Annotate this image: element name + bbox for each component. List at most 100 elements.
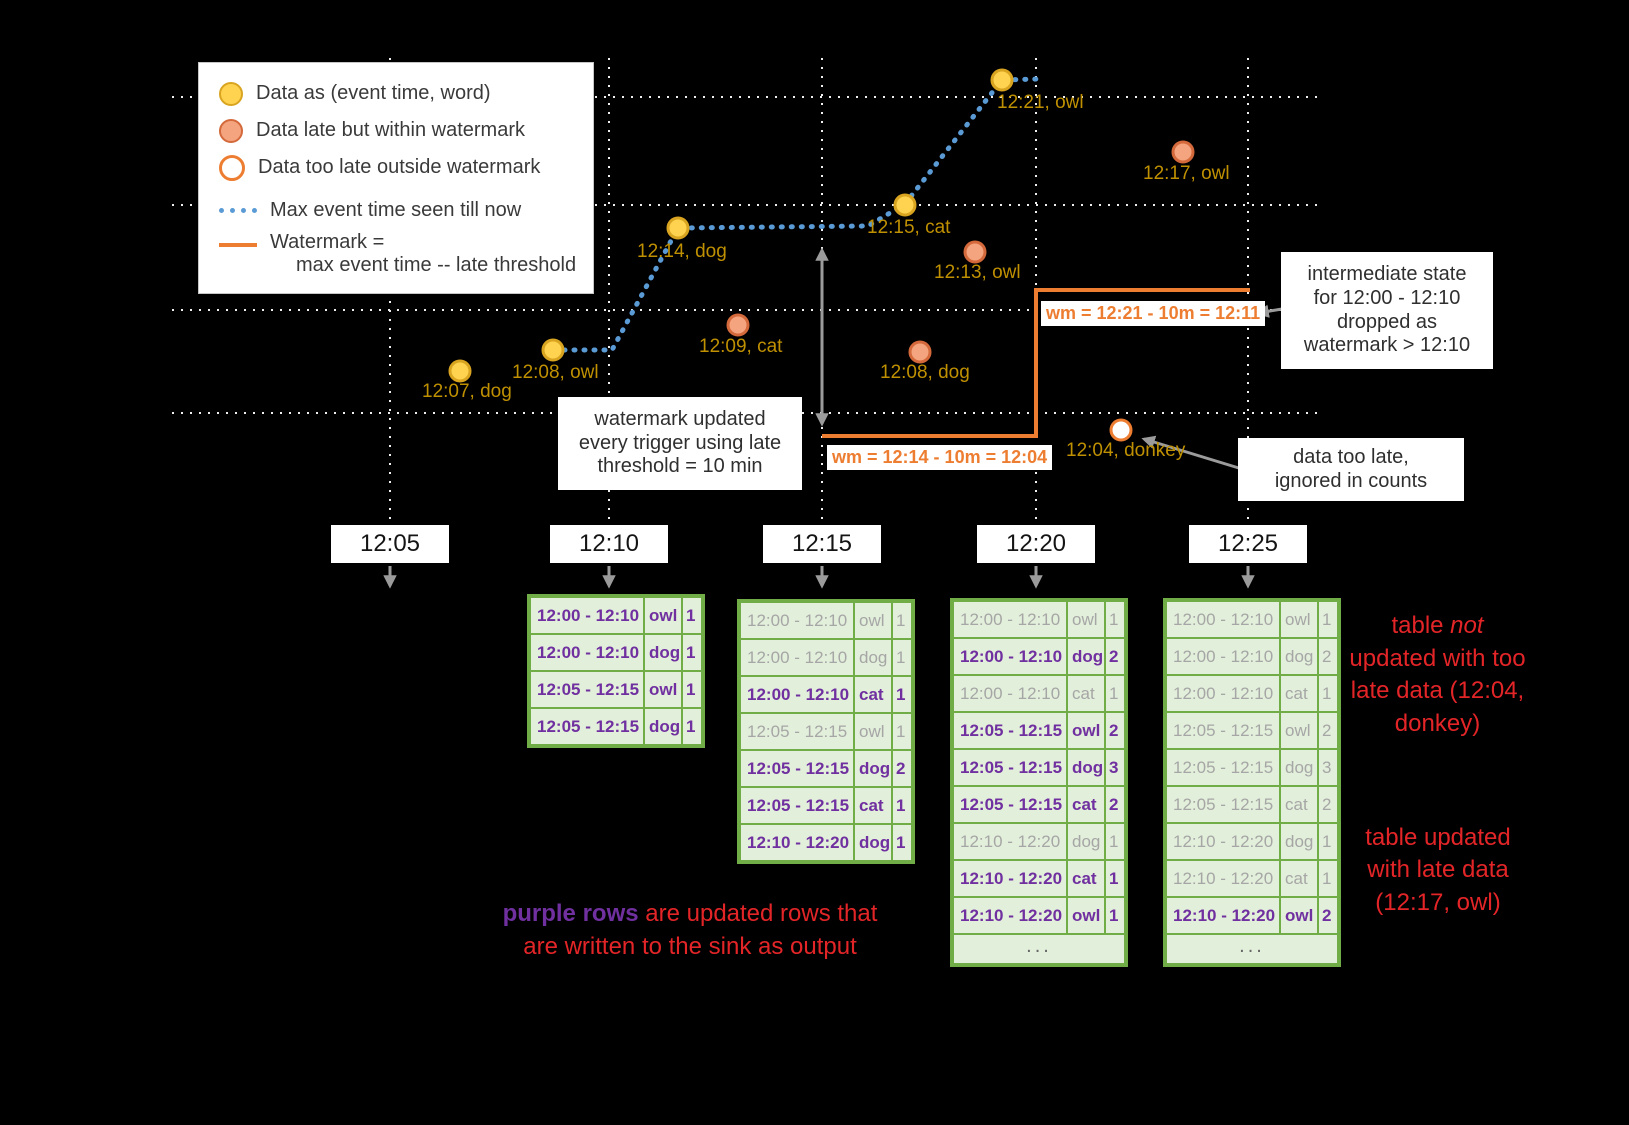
cell-count: 3: [1319, 750, 1337, 785]
cell-word: cat: [1281, 861, 1317, 896]
cell-count: 2: [893, 751, 911, 786]
data-point: [990, 68, 1014, 92]
data-point-label: 12:14, dog: [637, 241, 727, 262]
cell-count: 1: [893, 677, 911, 712]
cell-window: 12:00 - 12:10: [954, 676, 1066, 711]
cell-count: 1: [683, 672, 701, 707]
cell-window: 12:10 - 12:20: [954, 898, 1066, 933]
cell-word: dog: [645, 709, 681, 744]
data-point: [908, 340, 932, 364]
legend-label: Data too late outside watermark: [258, 156, 541, 178]
cell-window: 12:00 - 12:10: [1167, 639, 1279, 674]
cell-count: 2: [1319, 898, 1337, 933]
cell-count: 1: [683, 598, 701, 633]
trigger-time-1215: 12:15: [763, 525, 881, 563]
data-point-label: 12:17, owl: [1143, 163, 1230, 184]
legend-item-on-time: Data as (event time, word): [219, 75, 593, 112]
cell-word: owl: [645, 672, 681, 707]
cell-window: 12:05 - 12:15: [741, 788, 853, 823]
caption-text-italic: not: [1450, 612, 1484, 640]
cell-window: 12:05 - 12:15: [531, 709, 643, 744]
legend-item-max-event-time: Max event time seen till now: [219, 192, 593, 229]
caption-text: updated with too late data (12:04, donke…: [1349, 644, 1526, 737]
cell-word: cat: [1068, 676, 1104, 711]
cell-count: 2: [1106, 639, 1124, 674]
data-point-label: 12:08, owl: [512, 362, 599, 383]
late-dot-icon: [219, 118, 243, 143]
not-updated-caption: table not updated with too late data (12…: [1345, 578, 1530, 740]
cell-count: 1: [1319, 602, 1337, 637]
cell-count: 1: [1106, 676, 1124, 711]
purple-rows-label: purple rows: [502, 900, 639, 928]
data-point-label: 12:09, cat: [699, 336, 783, 357]
cell-count: 2: [1319, 787, 1337, 822]
data-point: [963, 240, 987, 264]
cell-count: 1: [893, 825, 911, 860]
cell-word: dog: [1068, 639, 1104, 674]
cell-window: 12:10 - 12:20: [1167, 861, 1279, 896]
cell-word: cat: [1068, 861, 1104, 896]
cell-window: 12:05 - 12:15: [954, 787, 1066, 822]
legend-label: Data late but within watermark: [256, 119, 526, 141]
cell-window: 12:00 - 12:10: [954, 639, 1066, 674]
cell-word: dog: [645, 635, 681, 670]
cell-window: 12:00 - 12:10: [741, 603, 853, 638]
cell-word: owl: [1068, 602, 1104, 637]
cell-count: 2: [1319, 639, 1337, 674]
cell-word: cat: [855, 677, 891, 712]
cell-count: 1: [893, 603, 911, 638]
trigger-time-1205: 12:05: [331, 525, 449, 563]
dotted-line-icon: [219, 208, 257, 213]
intermediate-state-note: intermediate state for 12:00 - 12:10 dro…: [1281, 252, 1493, 369]
watermark-updated-note: watermark updated every trigger using la…: [558, 397, 802, 490]
data-point-label: 12:13, owl: [934, 262, 1021, 283]
note-text: watermark updated every trigger using la…: [578, 408, 782, 478]
cell-window: 12:10 - 12:20: [954, 861, 1066, 896]
too-late-note: data too late, ignored in counts: [1238, 438, 1464, 501]
data-point-label: 12:21, owl: [997, 92, 1084, 113]
data-point: [448, 359, 472, 383]
caption-text: table: [1391, 612, 1451, 640]
watermark-value-label: wm = 12:14 - 10m = 12:04: [827, 445, 1053, 470]
cell-word: dog: [1281, 824, 1317, 859]
cell-word: dog: [1068, 824, 1104, 859]
cell-count: 1: [1106, 861, 1124, 896]
cell-count: 1: [893, 714, 911, 749]
trigger-time-1220: 12:20: [977, 525, 1095, 563]
note-text: intermediate state for 12:00 - 12:10 dro…: [1303, 263, 1471, 357]
data-point-label: 12:04, donkey: [1066, 440, 1186, 461]
table-ellipsis-row: ...: [954, 935, 1124, 963]
cell-window: 12:05 - 12:15: [531, 672, 643, 707]
cell-count: 1: [893, 788, 911, 823]
cell-word: owl: [855, 714, 891, 749]
cell-word: dog: [1281, 750, 1317, 785]
cell-word: owl: [1281, 898, 1317, 933]
cell-window: 12:05 - 12:15: [954, 750, 1066, 785]
cell-window: 12:00 - 12:10: [741, 677, 853, 712]
legend-item-watermark: Watermark = max event time -- late thres…: [219, 231, 593, 277]
